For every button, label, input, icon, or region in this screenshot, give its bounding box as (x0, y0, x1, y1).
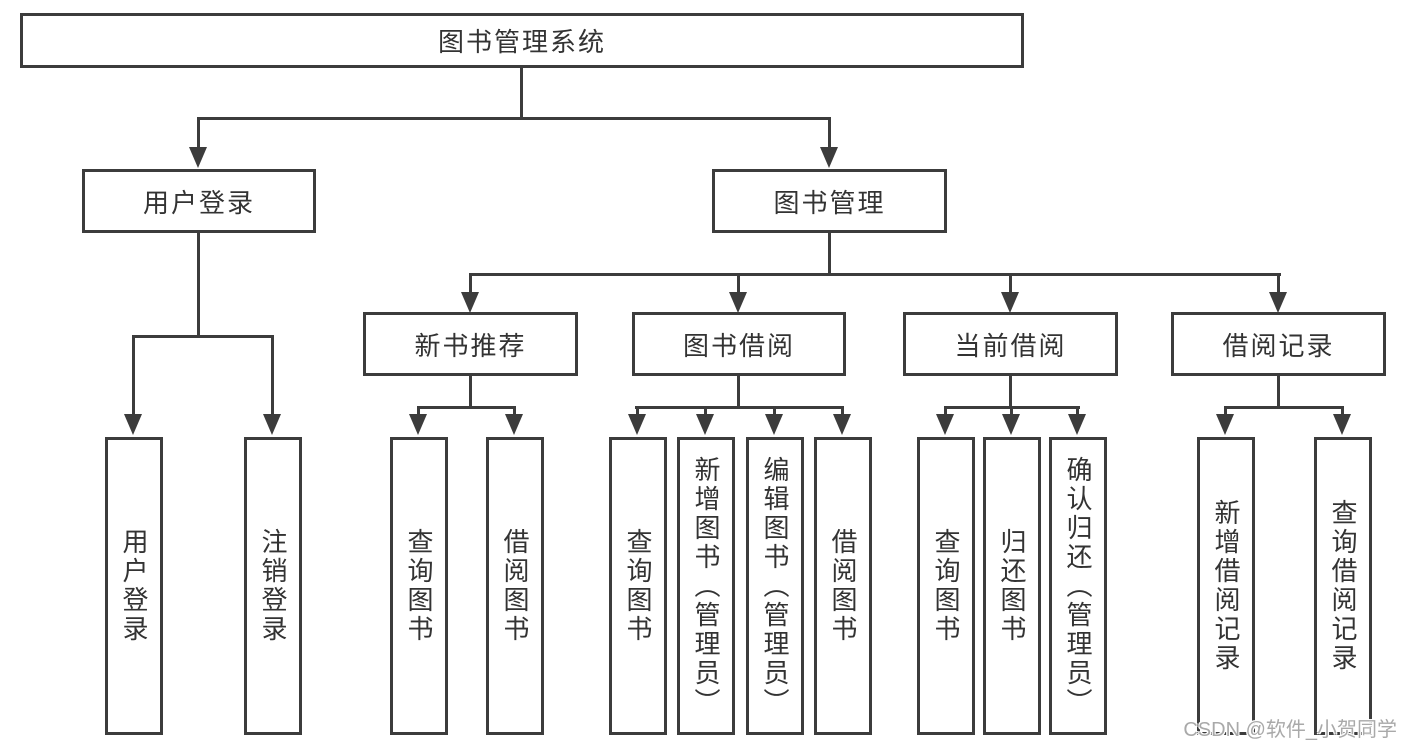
node-label: 图书借阅 (682, 330, 795, 361)
arrow-down-marker (696, 414, 714, 435)
connector-line (417, 406, 420, 417)
leaf-add-borrow-record: 新增借阅记录 (1197, 437, 1255, 735)
connector-line (944, 406, 947, 417)
connector-line (636, 406, 639, 417)
connector-line (1224, 406, 1344, 409)
leaf-edit-books-admin: 编辑图书（管理员） (746, 437, 804, 735)
connector-line (737, 376, 740, 406)
arrow-down-marker (1002, 414, 1020, 435)
connector-line (469, 376, 472, 406)
node-label: 图书管理 (773, 187, 886, 218)
connector-line (469, 273, 472, 295)
node-book-management: 图书管理 (712, 169, 947, 233)
node-label: 用户登录 (142, 187, 255, 218)
connector-line (197, 117, 200, 150)
node-label: 用户登录 (119, 528, 149, 644)
node-label: 查询图书 (404, 528, 434, 644)
connector-line (828, 117, 831, 150)
arrow-down-marker (124, 414, 142, 435)
connector-line (520, 68, 523, 117)
node-borrow-records: 借阅记录 (1171, 312, 1386, 376)
node-label: 确认归还（管理员） (1063, 455, 1093, 717)
arrow-down-marker (1216, 414, 1234, 435)
leaf-add-books-admin: 新增图书（管理员） (677, 437, 735, 735)
arrow-down-marker (1001, 292, 1019, 313)
node-label: 查询图书 (623, 528, 653, 644)
node-label: 查询图书 (931, 528, 961, 644)
leaf-borrow-books: 借阅图书 (814, 437, 872, 735)
connector-line (271, 335, 274, 415)
node-current-borrow: 当前借阅 (903, 312, 1118, 376)
connector-line (1224, 406, 1227, 417)
arrow-down-marker (936, 414, 954, 435)
node-library-management-system: 图书管理系统 (20, 13, 1024, 68)
node-label: 查询借阅记录 (1328, 499, 1358, 673)
connector-line (773, 406, 776, 417)
connector-line (513, 406, 516, 417)
connector-line (1277, 376, 1280, 406)
connector-line (828, 233, 831, 273)
connector-line (469, 273, 1281, 276)
node-label: 图书管理系统 (437, 27, 606, 57)
connector-line (1277, 273, 1280, 295)
arrow-down-marker (1269, 292, 1287, 313)
connector-line (1009, 273, 1012, 295)
arrow-down-marker (1333, 414, 1351, 435)
leaf-logout: 注销登录 (244, 437, 302, 735)
arrow-down-marker (833, 414, 851, 435)
node-label: 新增借阅记录 (1211, 499, 1241, 673)
node-book-borrow: 图书借阅 (632, 312, 846, 376)
connector-line (417, 406, 516, 409)
node-user-login: 用户登录 (82, 169, 316, 233)
csdn-watermark: CSDN @软件_小贺同学 (1183, 719, 1397, 741)
node-label: 新书推荐 (414, 330, 527, 361)
leaf-query-borrow-record: 查询借阅记录 (1314, 437, 1372, 735)
arrow-down-marker (820, 147, 838, 168)
arrow-down-marker (189, 147, 207, 168)
connector-line (1341, 406, 1344, 417)
connector-line (1010, 406, 1013, 417)
leaf-user-login: 用户登录 (105, 437, 163, 735)
arrow-down-marker (409, 414, 427, 435)
leaf-query-books-current: 查询图书 (917, 437, 975, 735)
arrow-down-marker (461, 292, 479, 313)
arrow-down-marker (628, 414, 646, 435)
node-label: 借阅记录 (1222, 330, 1335, 361)
arrow-down-marker (765, 414, 783, 435)
node-new-book-recommend: 新书推荐 (363, 312, 578, 376)
node-label: 借阅图书 (500, 528, 530, 644)
leaf-return-books: 归还图书 (983, 437, 1041, 735)
connector-line (132, 335, 135, 415)
node-label: 编辑图书（管理员） (760, 455, 790, 717)
connector-line (197, 233, 200, 335)
node-label: 借阅图书 (828, 528, 858, 644)
connector-line (1009, 376, 1012, 406)
connector-line (841, 406, 844, 417)
leaf-query-books-recommend: 查询图书 (390, 437, 448, 735)
connector-line (132, 335, 274, 338)
connector-line (737, 273, 740, 295)
leaf-query-books-borrow: 查询图书 (609, 437, 667, 735)
node-label: 新增图书（管理员） (691, 455, 721, 717)
arrow-down-marker (505, 414, 523, 435)
connector-line (197, 117, 831, 120)
node-label: 归还图书 (997, 528, 1027, 644)
connector-line (704, 406, 707, 417)
arrow-down-marker (263, 414, 281, 435)
leaf-confirm-return-admin: 确认归还（管理员） (1049, 437, 1107, 735)
node-label: 注销登录 (258, 528, 288, 644)
connector-line (1076, 406, 1079, 417)
connector-line (635, 406, 843, 409)
arrow-down-marker (1068, 414, 1086, 435)
arrow-down-marker (729, 292, 747, 313)
leaf-borrow-books-recommend: 借阅图书 (486, 437, 544, 735)
node-label: 当前借阅 (954, 330, 1067, 361)
